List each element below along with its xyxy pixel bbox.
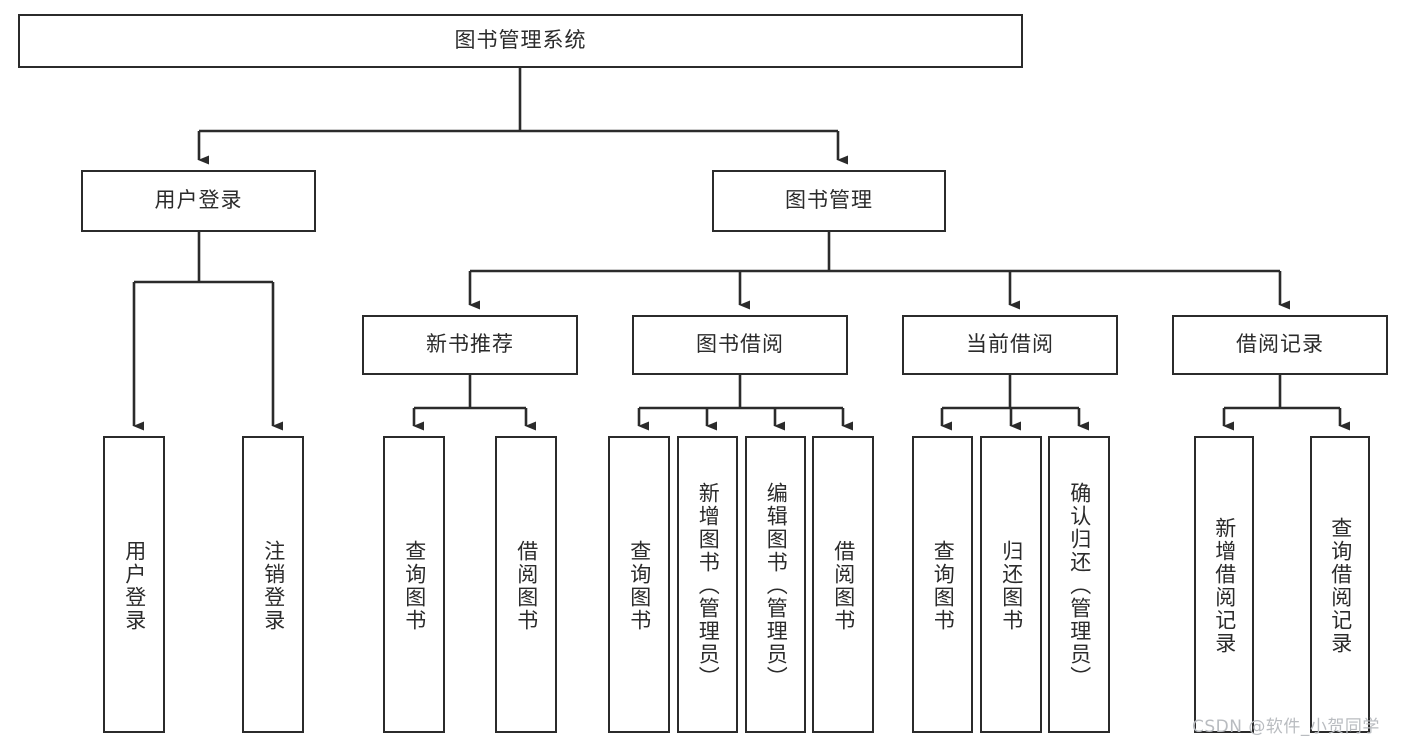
node-leaf-query-book-2-label: 查询图书 xyxy=(627,539,652,632)
node-leaf-query-record-label: 查询借阅记录 xyxy=(1328,516,1353,655)
node-leaf-borrow-book-2[interactable]: 借阅图书 xyxy=(812,436,874,733)
node-leaf-edit-book-label: 编辑图书（管理员） xyxy=(764,482,789,689)
node-borrow-record-label: 借阅记录 xyxy=(1236,332,1324,357)
node-root-label: 图书管理系统 xyxy=(454,28,587,53)
node-leaf-add-book-label: 新增图书（管理员） xyxy=(696,482,721,689)
node-book-manage-label: 图书管理 xyxy=(785,188,873,213)
node-new-book-recommend-label: 新书推荐 xyxy=(426,332,514,357)
node-leaf-add-record[interactable]: 新增借阅记录 xyxy=(1194,436,1254,733)
node-leaf-query-book-3[interactable]: 查询图书 xyxy=(912,436,973,733)
node-leaf-query-book-3-label: 查询图书 xyxy=(931,539,956,632)
node-leaf-query-book-1-label: 查询图书 xyxy=(402,539,427,632)
node-book-borrow-label: 图书借阅 xyxy=(696,332,784,357)
node-leaf-query-book-1[interactable]: 查询图书 xyxy=(383,436,445,733)
node-new-book-recommend[interactable]: 新书推荐 xyxy=(362,315,578,375)
node-user-login-label: 用户登录 xyxy=(154,188,243,213)
node-book-manage[interactable]: 图书管理 xyxy=(712,170,946,232)
node-leaf-edit-book[interactable]: 编辑图书（管理员） xyxy=(745,436,806,733)
node-leaf-return-book-label: 归还图书 xyxy=(999,539,1024,632)
node-leaf-return-book[interactable]: 归还图书 xyxy=(980,436,1042,733)
node-leaf-borrow-book-1[interactable]: 借阅图书 xyxy=(495,436,557,733)
node-leaf-logout-login[interactable]: 注销登录 xyxy=(242,436,304,733)
node-leaf-user-login-label: 用户登录 xyxy=(122,539,147,632)
node-leaf-confirm-return-label: 确认归还（管理员） xyxy=(1067,482,1092,689)
node-current-borrow[interactable]: 当前借阅 xyxy=(902,315,1118,375)
node-book-borrow[interactable]: 图书借阅 xyxy=(632,315,848,375)
node-leaf-borrow-book-1-label: 借阅图书 xyxy=(514,539,539,632)
node-leaf-add-book[interactable]: 新增图书（管理员） xyxy=(677,436,738,733)
node-borrow-record[interactable]: 借阅记录 xyxy=(1172,315,1388,375)
node-root[interactable]: 图书管理系统 xyxy=(18,14,1023,68)
node-leaf-user-login[interactable]: 用户登录 xyxy=(103,436,165,733)
node-leaf-logout-login-label: 注销登录 xyxy=(261,539,286,632)
node-current-borrow-label: 当前借阅 xyxy=(966,332,1054,357)
node-leaf-confirm-return[interactable]: 确认归还（管理员） xyxy=(1048,436,1110,733)
node-leaf-query-book-2[interactable]: 查询图书 xyxy=(608,436,670,733)
node-leaf-query-record[interactable]: 查询借阅记录 xyxy=(1310,436,1370,733)
node-leaf-borrow-book-2-label: 借阅图书 xyxy=(831,539,856,632)
csdn-watermark: CSDN @软件_小贺同学 xyxy=(1192,717,1380,737)
node-user-login[interactable]: 用户登录 xyxy=(81,170,316,232)
node-leaf-add-record-label: 新增借阅记录 xyxy=(1212,516,1237,655)
